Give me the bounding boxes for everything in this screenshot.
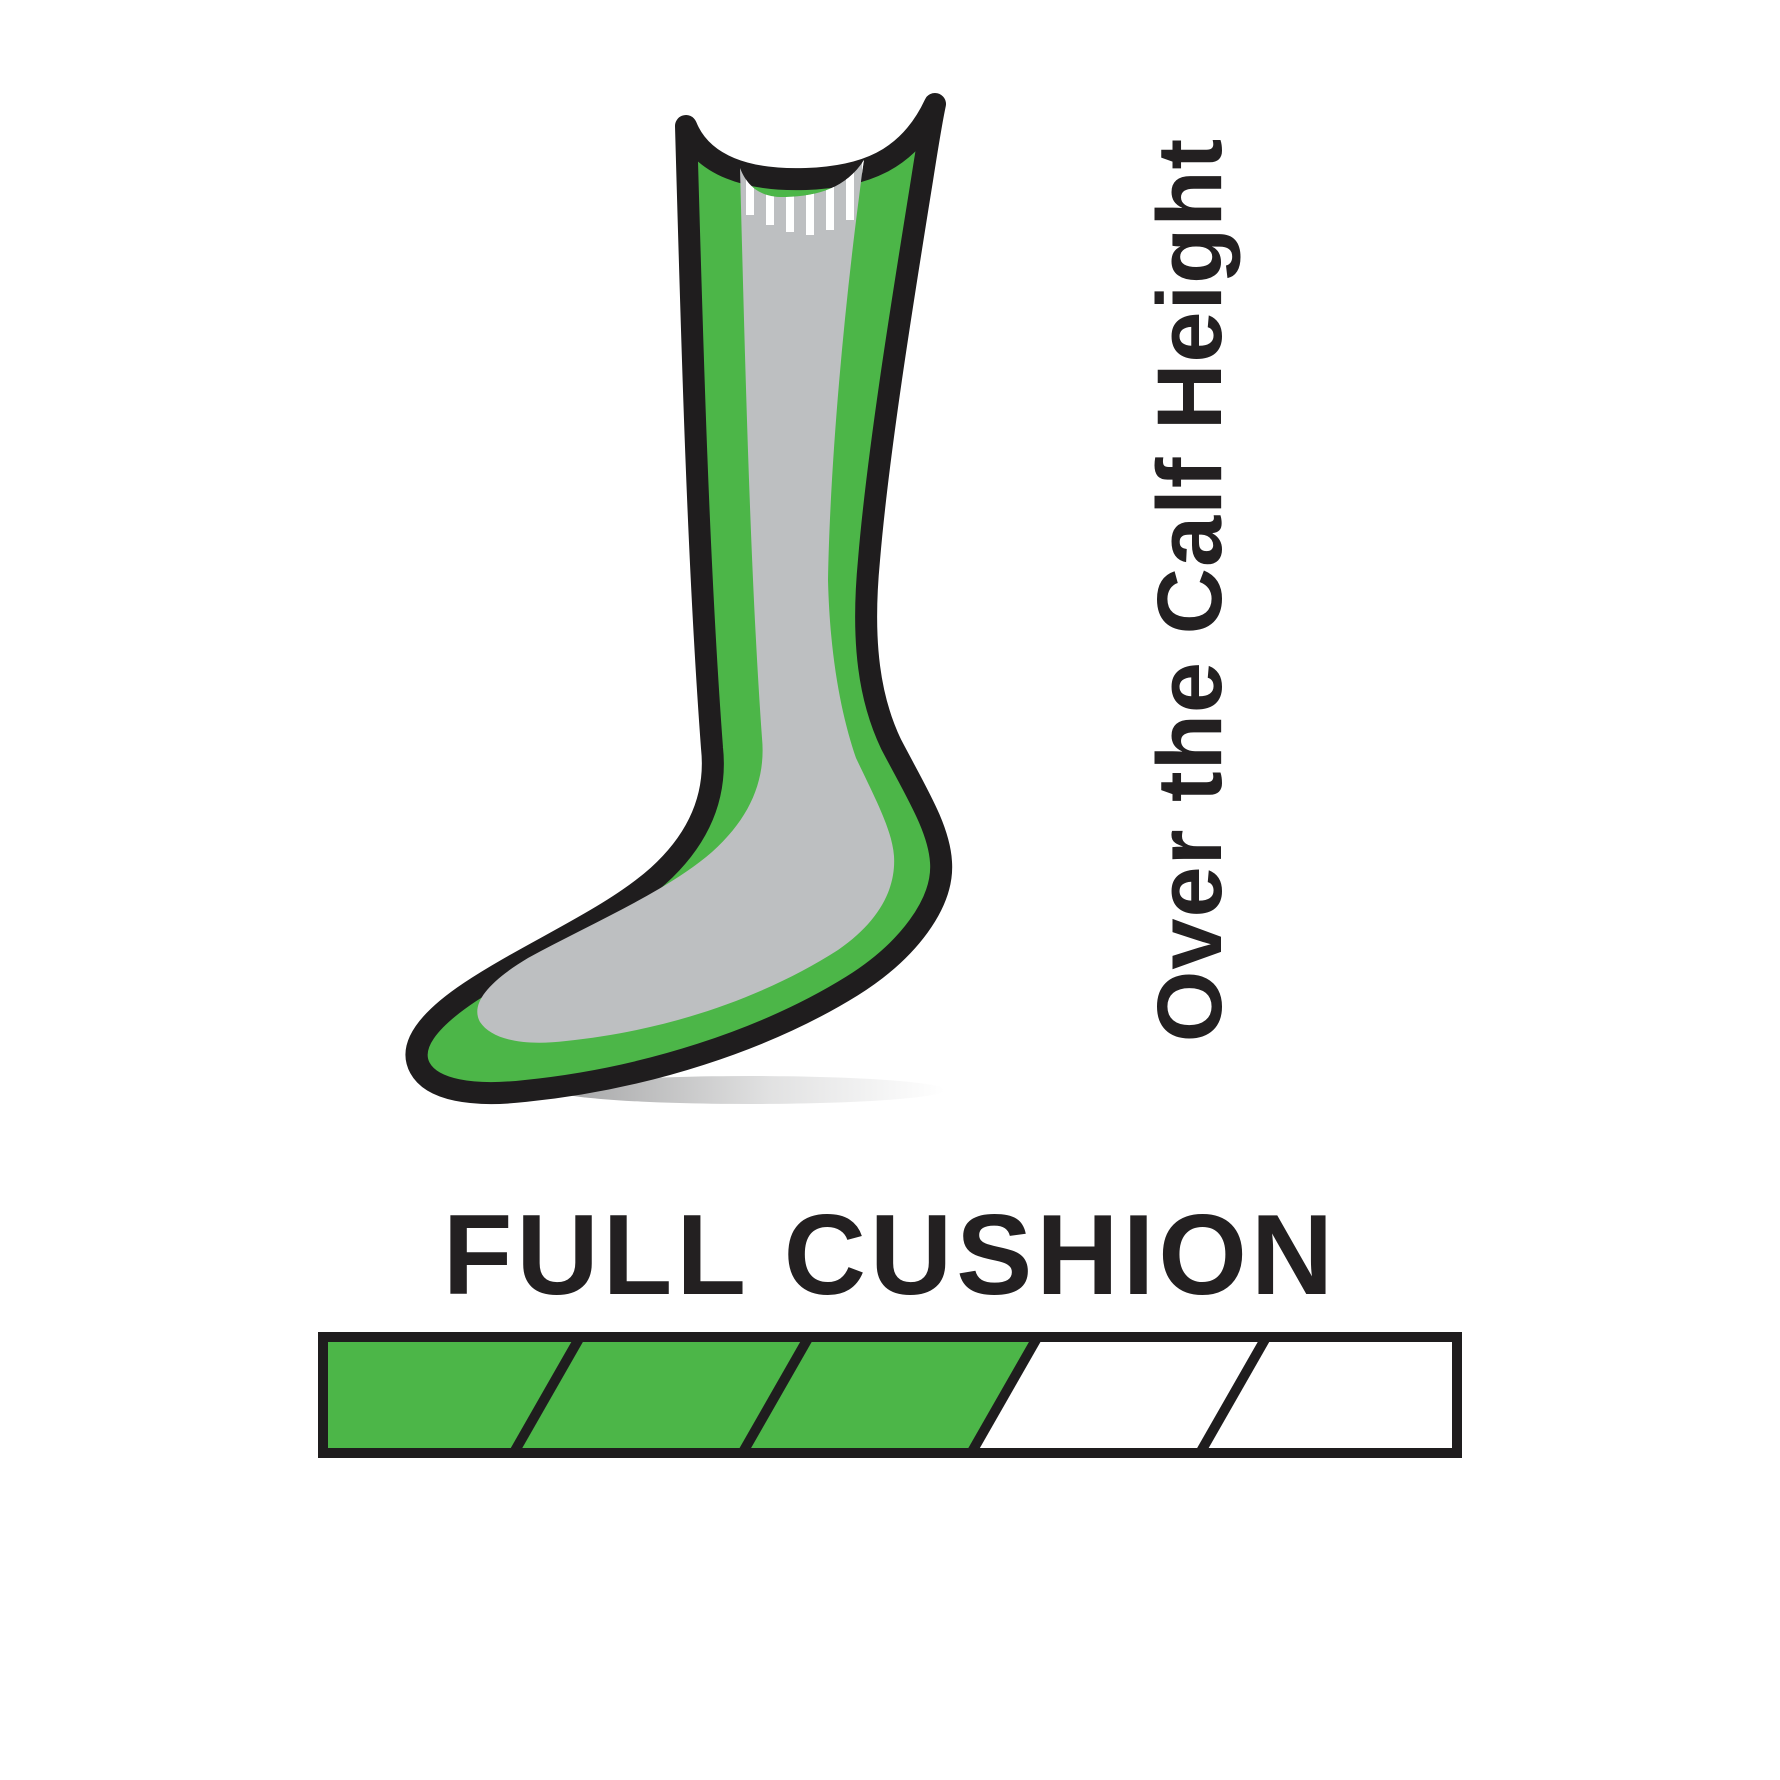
cushion-meter-svg: [318, 1332, 1462, 1458]
cushion-title: FULL CUSHION: [442, 1192, 1338, 1319]
cushion-meter: [318, 1332, 1462, 1458]
height-label: Over the Calf Height: [1138, 137, 1241, 1043]
sock-inner-body: [477, 160, 895, 1043]
toe-shadow: [555, 1076, 945, 1104]
